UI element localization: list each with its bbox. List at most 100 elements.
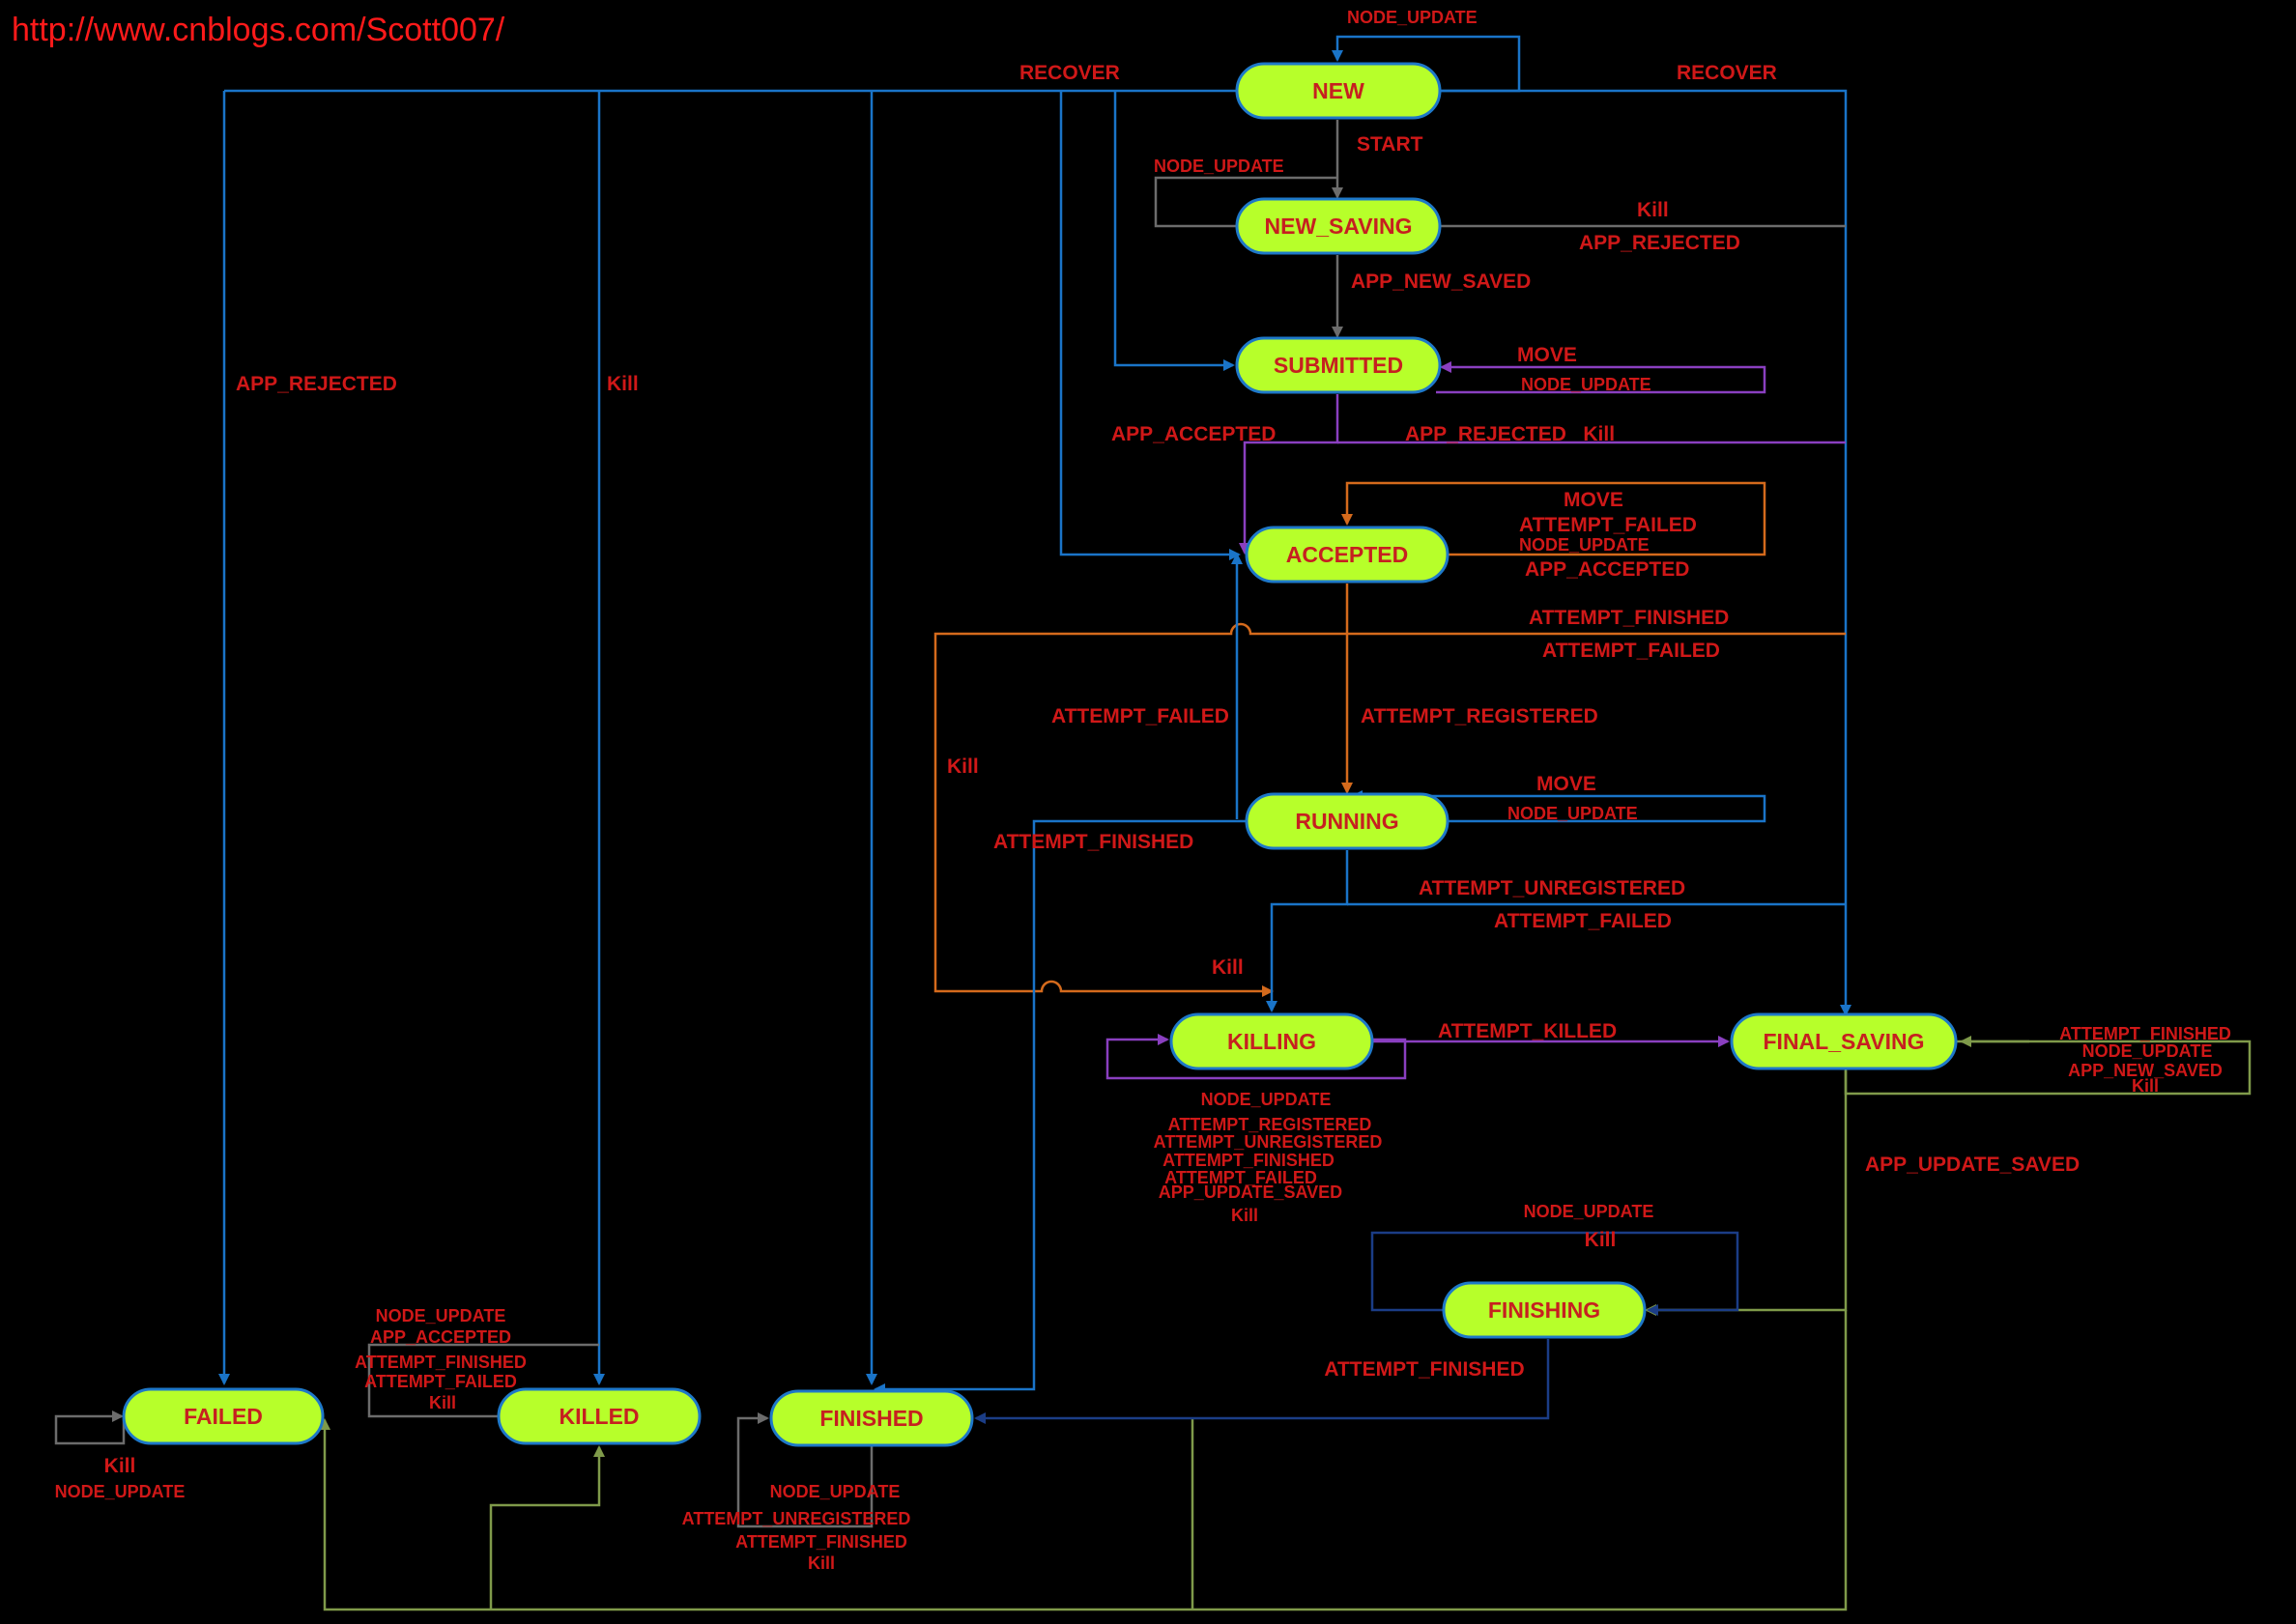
state-submitted[interactable]: SUBMITTED bbox=[1235, 336, 1442, 394]
label-acc-node-update: NODE_UPDATE bbox=[1519, 535, 1650, 555]
label-attempt-failed-run: ATTEMPT_FAILED bbox=[1494, 910, 1672, 932]
edge-new-final-saving bbox=[1440, 89, 1851, 1016]
state-failed-label: FAILED bbox=[184, 1404, 263, 1429]
state-running[interactable]: RUNNING bbox=[1245, 792, 1449, 850]
label-kill-killing: Kill bbox=[1212, 956, 1244, 979]
state-failed[interactable]: FAILED bbox=[122, 1387, 325, 1445]
label-acc-attempt-failed2: ATTEMPT_FAILED bbox=[1542, 640, 1720, 662]
label-acc-attempt-failed: ATTEMPT_FAILED bbox=[1519, 514, 1697, 536]
label-finishing-self-1: Kill bbox=[1585, 1229, 1617, 1251]
label-run-move: MOVE bbox=[1536, 773, 1596, 795]
label-killing-self-5: APP_UPDATE_SAVED bbox=[1159, 1182, 1342, 1202]
label-attempt-finished-fin: ATTEMPT_FINISHED bbox=[1324, 1358, 1524, 1381]
edge-labels: NODE_UPDATE RECOVER RECOVER START NODE_U… bbox=[55, 8, 2231, 1573]
label-app-update-saved: APP_UPDATE_SAVED bbox=[1865, 1154, 2080, 1176]
label-finished-self-2: ATTEMPT_FINISHED bbox=[735, 1532, 907, 1552]
edge-final-bus bbox=[319, 1310, 1848, 1611]
state-killed-label: KILLED bbox=[559, 1404, 639, 1429]
state-final-saving-label: FINAL_SAVING bbox=[1764, 1029, 1925, 1054]
label-recover-left: RECOVER bbox=[1019, 62, 1120, 84]
label-killed-self-0: NODE_UPDATE bbox=[376, 1306, 506, 1325]
label-failed-self-1: NODE_UPDATE bbox=[55, 1482, 186, 1501]
label-failed-self-0: Kill bbox=[104, 1455, 136, 1477]
label-killed-self-1: APP_ACCEPTED bbox=[370, 1327, 511, 1347]
label-new-saving-self: NODE_UPDATE bbox=[1154, 157, 1284, 176]
label-run-node-update: NODE_UPDATE bbox=[1507, 804, 1638, 823]
state-submitted-label: SUBMITTED bbox=[1274, 353, 1403, 378]
state-finishing[interactable]: FINISHING bbox=[1442, 1281, 1647, 1339]
state-running-label: RUNNING bbox=[1295, 809, 1398, 834]
header-url: http://www.cnblogs.com/Scott007/ bbox=[12, 12, 505, 48]
label-final-self-3: Kill bbox=[2132, 1076, 2159, 1096]
label-kill-mid: Kill bbox=[947, 755, 979, 778]
edge-accepted-self bbox=[1341, 481, 1766, 556]
edge-submitted-self bbox=[1436, 361, 1766, 394]
label-attempt-killed: ATTEMPT_KILLED bbox=[1438, 1020, 1617, 1042]
label-acc-attempt-finished: ATTEMPT_FINISHED bbox=[1529, 607, 1729, 629]
label-app-new-saved: APP_NEW_SAVED bbox=[1351, 271, 1531, 293]
edge-running-killing bbox=[1266, 850, 1349, 1012]
edges bbox=[54, 35, 2252, 1611]
label-killing-self-group: NODE_UPDATE ATTEMPT_REGISTERED ATTEMPT_U… bbox=[1154, 1090, 1383, 1225]
label-app-rejected-left: APP_REJECTED bbox=[236, 373, 397, 395]
state-new-saving-label: NEW_SAVING bbox=[1265, 214, 1413, 239]
label-acc-move: MOVE bbox=[1564, 489, 1623, 511]
edge-running-finished bbox=[874, 819, 1250, 1395]
edge-final-finishing bbox=[1645, 1070, 1848, 1316]
label-attempt-finished-run: ATTEMPT_FINISHED bbox=[993, 831, 1193, 853]
label-new-self: NODE_UPDATE bbox=[1347, 8, 1478, 27]
label-app-accepted: APP_ACCEPTED bbox=[1111, 423, 1276, 445]
label-killing-self-0: NODE_UPDATE bbox=[1201, 1090, 1332, 1109]
state-new-saving[interactable]: NEW_SAVING bbox=[1235, 197, 1442, 255]
label-attempt-failed-back: ATTEMPT_FAILED bbox=[1051, 705, 1229, 727]
label-finished-self-1: ATTEMPT_UNREGISTERED bbox=[682, 1509, 911, 1528]
label-final-self-2: APP_NEW_SAVED bbox=[2068, 1061, 2223, 1080]
edge-killing-self bbox=[1105, 1034, 1407, 1080]
state-final-saving[interactable]: FINAL_SAVING bbox=[1730, 1012, 1958, 1070]
label-killed-self-2: ATTEMPT_FINISHED bbox=[355, 1353, 527, 1372]
label-killing-self-6: Kill bbox=[1231, 1206, 1258, 1225]
label-final-self-0: ATTEMPT_FINISHED bbox=[2059, 1024, 2231, 1043]
label-submitted-node-update: NODE_UPDATE bbox=[1521, 375, 1651, 394]
label-kill-left: Kill bbox=[607, 373, 639, 395]
label-killed-self-3: ATTEMPT_FAILED bbox=[364, 1372, 517, 1391]
state-new-label: NEW bbox=[1312, 78, 1364, 103]
label-recover-right: RECOVER bbox=[1677, 62, 1777, 84]
label-killing-self-2: ATTEMPT_UNREGISTERED bbox=[1154, 1132, 1383, 1152]
label-finished-self-0: NODE_UPDATE bbox=[770, 1482, 901, 1501]
edge-failed-self bbox=[54, 1410, 126, 1445]
edge-accepted-final bbox=[933, 622, 1846, 997]
edge-running-self bbox=[1351, 790, 1766, 823]
edge-submitted-accepted bbox=[1239, 394, 1339, 555]
label-final-self-1: NODE_UPDATE bbox=[2082, 1041, 2213, 1061]
label-attempt-registered: ATTEMPT_REGISTERED bbox=[1361, 705, 1598, 727]
label-attempt-unregistered: ATTEMPT_UNREGISTERED bbox=[1419, 877, 1685, 899]
edge-finishing-finished bbox=[974, 1339, 1550, 1424]
edge-final-killed bbox=[489, 1445, 605, 1610]
state-killing-label: KILLING bbox=[1227, 1029, 1316, 1054]
label-finished-self-3: Kill bbox=[808, 1553, 835, 1573]
state-accepted-label: ACCEPTED bbox=[1286, 542, 1409, 567]
edge-new-accepted bbox=[1059, 91, 1241, 560]
label-app-rejected-kill: APP_REJECTED Kill bbox=[1405, 423, 1615, 445]
state-accepted[interactable]: ACCEPTED bbox=[1245, 526, 1449, 584]
edge-finished-self bbox=[736, 1412, 874, 1528]
state-new[interactable]: NEW bbox=[1235, 62, 1442, 120]
label-killed-self-4: Kill bbox=[429, 1393, 456, 1412]
label-finishing-self-0: NODE_UPDATE bbox=[1524, 1202, 1654, 1221]
state-finished-label: FINISHED bbox=[819, 1406, 923, 1431]
state-killed[interactable]: KILLED bbox=[497, 1387, 702, 1445]
label-start: START bbox=[1357, 133, 1423, 156]
label-acc-app-accepted: APP_ACCEPTED bbox=[1525, 558, 1689, 581]
state-finished[interactable]: FINISHED bbox=[769, 1389, 974, 1447]
edge-killed-self bbox=[367, 1343, 599, 1418]
label-killing-self-4: ATTEMPT_FAILED bbox=[1164, 1168, 1317, 1187]
label-submitted-move: MOVE bbox=[1517, 344, 1577, 366]
state-killing[interactable]: KILLING bbox=[1169, 1012, 1374, 1070]
state-finishing-label: FINISHING bbox=[1488, 1297, 1600, 1323]
edge-finishing-self bbox=[1370, 1231, 1739, 1316]
edge-new-saving-self bbox=[1154, 176, 1337, 228]
label-killing-self-1: ATTEMPT_REGISTERED bbox=[1168, 1115, 1372, 1134]
label-app-rejected-top: APP_REJECTED bbox=[1579, 232, 1740, 254]
